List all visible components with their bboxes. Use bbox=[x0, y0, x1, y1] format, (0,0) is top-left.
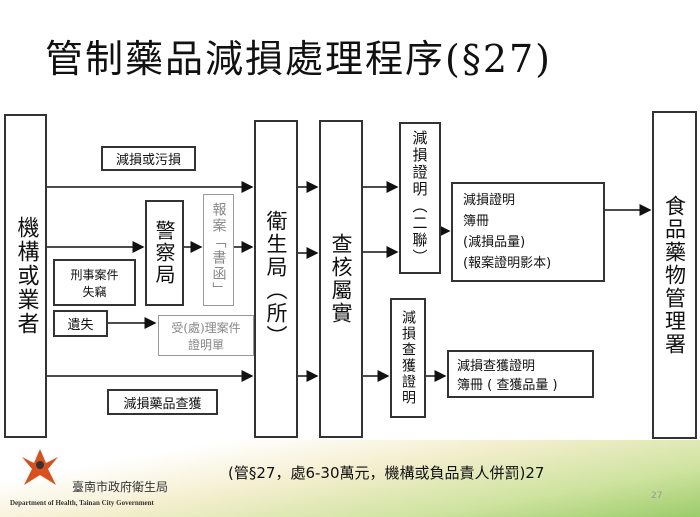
seize-cert-box: 減損查獲證明 bbox=[390, 298, 426, 418]
footer-background bbox=[0, 440, 700, 517]
criminal-box: 刑事案件 失竊 bbox=[53, 259, 136, 306]
loss-book-box: 減損證明 簿冊 (減損品量) (報案證明影本) bbox=[451, 182, 605, 282]
case-cert-box: 受(處)理案件 證明單 bbox=[158, 315, 254, 356]
seize-book-box: 減損查獲證明 簿冊 ( 查獲品量 ) bbox=[447, 350, 594, 398]
lost-box: 遺失 bbox=[53, 310, 108, 337]
page-number: 27 bbox=[651, 491, 663, 501]
loss-book-line: (報案證明影本) bbox=[463, 256, 552, 271]
police-box: 警察局 bbox=[145, 200, 184, 306]
fda-box: 食品藥物管理署 bbox=[652, 111, 697, 439]
penalty-note: (管§27，處6-30萬元，機構或負品責人併罰)27 bbox=[228, 464, 545, 482]
org-name-en: Department of Health, Tainan City Govern… bbox=[10, 499, 154, 507]
tainan-health-logo-icon bbox=[20, 447, 60, 487]
damage-box: 減損或污損 bbox=[101, 146, 196, 171]
health-bureau-box: 衛生局（所） bbox=[254, 120, 298, 438]
verify-box: 查核屬實 bbox=[319, 120, 363, 438]
loss-book-line: 簿冊 bbox=[463, 214, 490, 229]
page-title: 管制藥品減損處理程序(§27) bbox=[45, 37, 553, 81]
org-box: 機構或業者 bbox=[4, 114, 47, 438]
loss-book-line: 減損證明 bbox=[463, 193, 516, 208]
seized-box: 減損藥品查獲 bbox=[107, 389, 218, 415]
loss-book-line: (減損品量) bbox=[463, 235, 526, 250]
loss-cert-box: 減損證明（二聯） bbox=[399, 122, 441, 274]
org-name-cn: 臺南市政府衛生局 bbox=[72, 480, 169, 494]
report-box: 報案「書函」 bbox=[203, 194, 234, 306]
